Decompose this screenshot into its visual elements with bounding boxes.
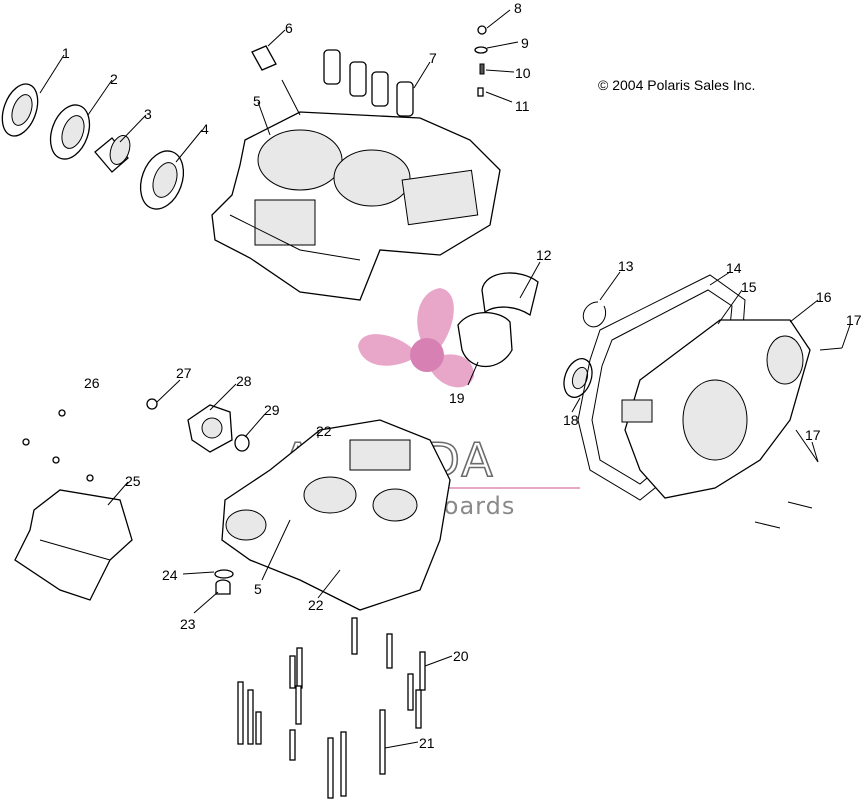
watermark-logo bbox=[285, 288, 580, 489]
part-17-bolts[interactable] bbox=[754, 347, 843, 529]
callout-5-upper: 5 bbox=[253, 93, 261, 109]
part-18-seal[interactable] bbox=[559, 355, 597, 401]
part-16-cover[interactable] bbox=[621, 319, 811, 499]
part-3-sleeve[interactable] bbox=[94, 133, 134, 173]
callout-29: 29 bbox=[264, 402, 280, 418]
callout-18: 18 bbox=[563, 412, 579, 428]
part-24-o-ring[interactable] bbox=[214, 569, 234, 579]
part-2-bearing[interactable] bbox=[44, 100, 97, 165]
part-12-bearing-half[interactable] bbox=[481, 272, 539, 317]
callout-22-upper: 22 bbox=[316, 423, 332, 439]
callout-15: 15 bbox=[741, 279, 757, 295]
part-27-bolt[interactable] bbox=[146, 398, 158, 410]
part-9-washer[interactable] bbox=[474, 46, 488, 54]
callout-19: 19 bbox=[449, 390, 465, 406]
callout-27: 27 bbox=[176, 365, 192, 381]
part-13-circlip[interactable] bbox=[582, 301, 606, 328]
callout-11: 11 bbox=[515, 98, 530, 114]
callout-22-lower: 22 bbox=[308, 597, 324, 613]
part-25-shield[interactable] bbox=[14, 489, 133, 601]
callout-8: 8 bbox=[514, 0, 522, 16]
callout-26: 26 bbox=[84, 375, 100, 391]
callout-5-lower: 5 bbox=[254, 581, 262, 597]
callout-13: 13 bbox=[618, 258, 634, 274]
callout-23: 23 bbox=[180, 616, 196, 632]
callout-9: 9 bbox=[521, 35, 529, 51]
part-23-cap[interactable] bbox=[215, 579, 231, 595]
callout-14: 14 bbox=[726, 260, 742, 276]
part-5-upper-crankcase[interactable] bbox=[211, 111, 501, 301]
part-6-dowel[interactable] bbox=[251, 45, 277, 71]
callout-4: 4 bbox=[201, 121, 209, 137]
part-11-plug[interactable] bbox=[477, 87, 484, 97]
callout-24: 24 bbox=[162, 567, 178, 583]
callout-6: 6 bbox=[285, 20, 293, 36]
callout-7: 7 bbox=[429, 50, 437, 66]
part-5-lower-crankcase[interactable] bbox=[221, 419, 451, 611]
part-26-screws[interactable] bbox=[22, 409, 94, 482]
part-4-bearing[interactable] bbox=[133, 145, 191, 215]
callout-2: 2 bbox=[110, 71, 118, 87]
callout-12: 12 bbox=[536, 247, 552, 263]
callout-labels: 1 2 3 4 5 6 7 8 9 10 11 12 13 14 15 16 1… bbox=[62, 0, 862, 751]
callout-16: 16 bbox=[816, 289, 832, 305]
callout-3: 3 bbox=[144, 106, 152, 122]
copyright-text: © 2004 Polaris Sales Inc. bbox=[598, 77, 755, 93]
callout-25: 25 bbox=[125, 473, 141, 489]
callout-17-lower: 17 bbox=[805, 427, 821, 443]
part-10-pin[interactable] bbox=[479, 63, 485, 75]
callout-1: 1 bbox=[62, 45, 70, 61]
callout-17-upper: 17 bbox=[846, 312, 862, 328]
part-20-21-studs[interactable] bbox=[237, 617, 426, 799]
part-19-bearing-half[interactable] bbox=[457, 312, 513, 367]
callout-28: 28 bbox=[236, 373, 252, 389]
leader-lines bbox=[39, 9, 851, 749]
callout-10: 10 bbox=[515, 65, 531, 81]
part-29-o-ring[interactable] bbox=[234, 434, 250, 452]
part-28-pump[interactable] bbox=[187, 404, 233, 453]
part-8-nut[interactable] bbox=[477, 25, 487, 35]
part-1-seal[interactable] bbox=[0, 79, 44, 141]
part-7-pins[interactable] bbox=[323, 49, 414, 117]
watermark-hub bbox=[410, 338, 444, 372]
callout-21: 21 bbox=[419, 735, 435, 751]
callout-20: 20 bbox=[453, 648, 469, 664]
